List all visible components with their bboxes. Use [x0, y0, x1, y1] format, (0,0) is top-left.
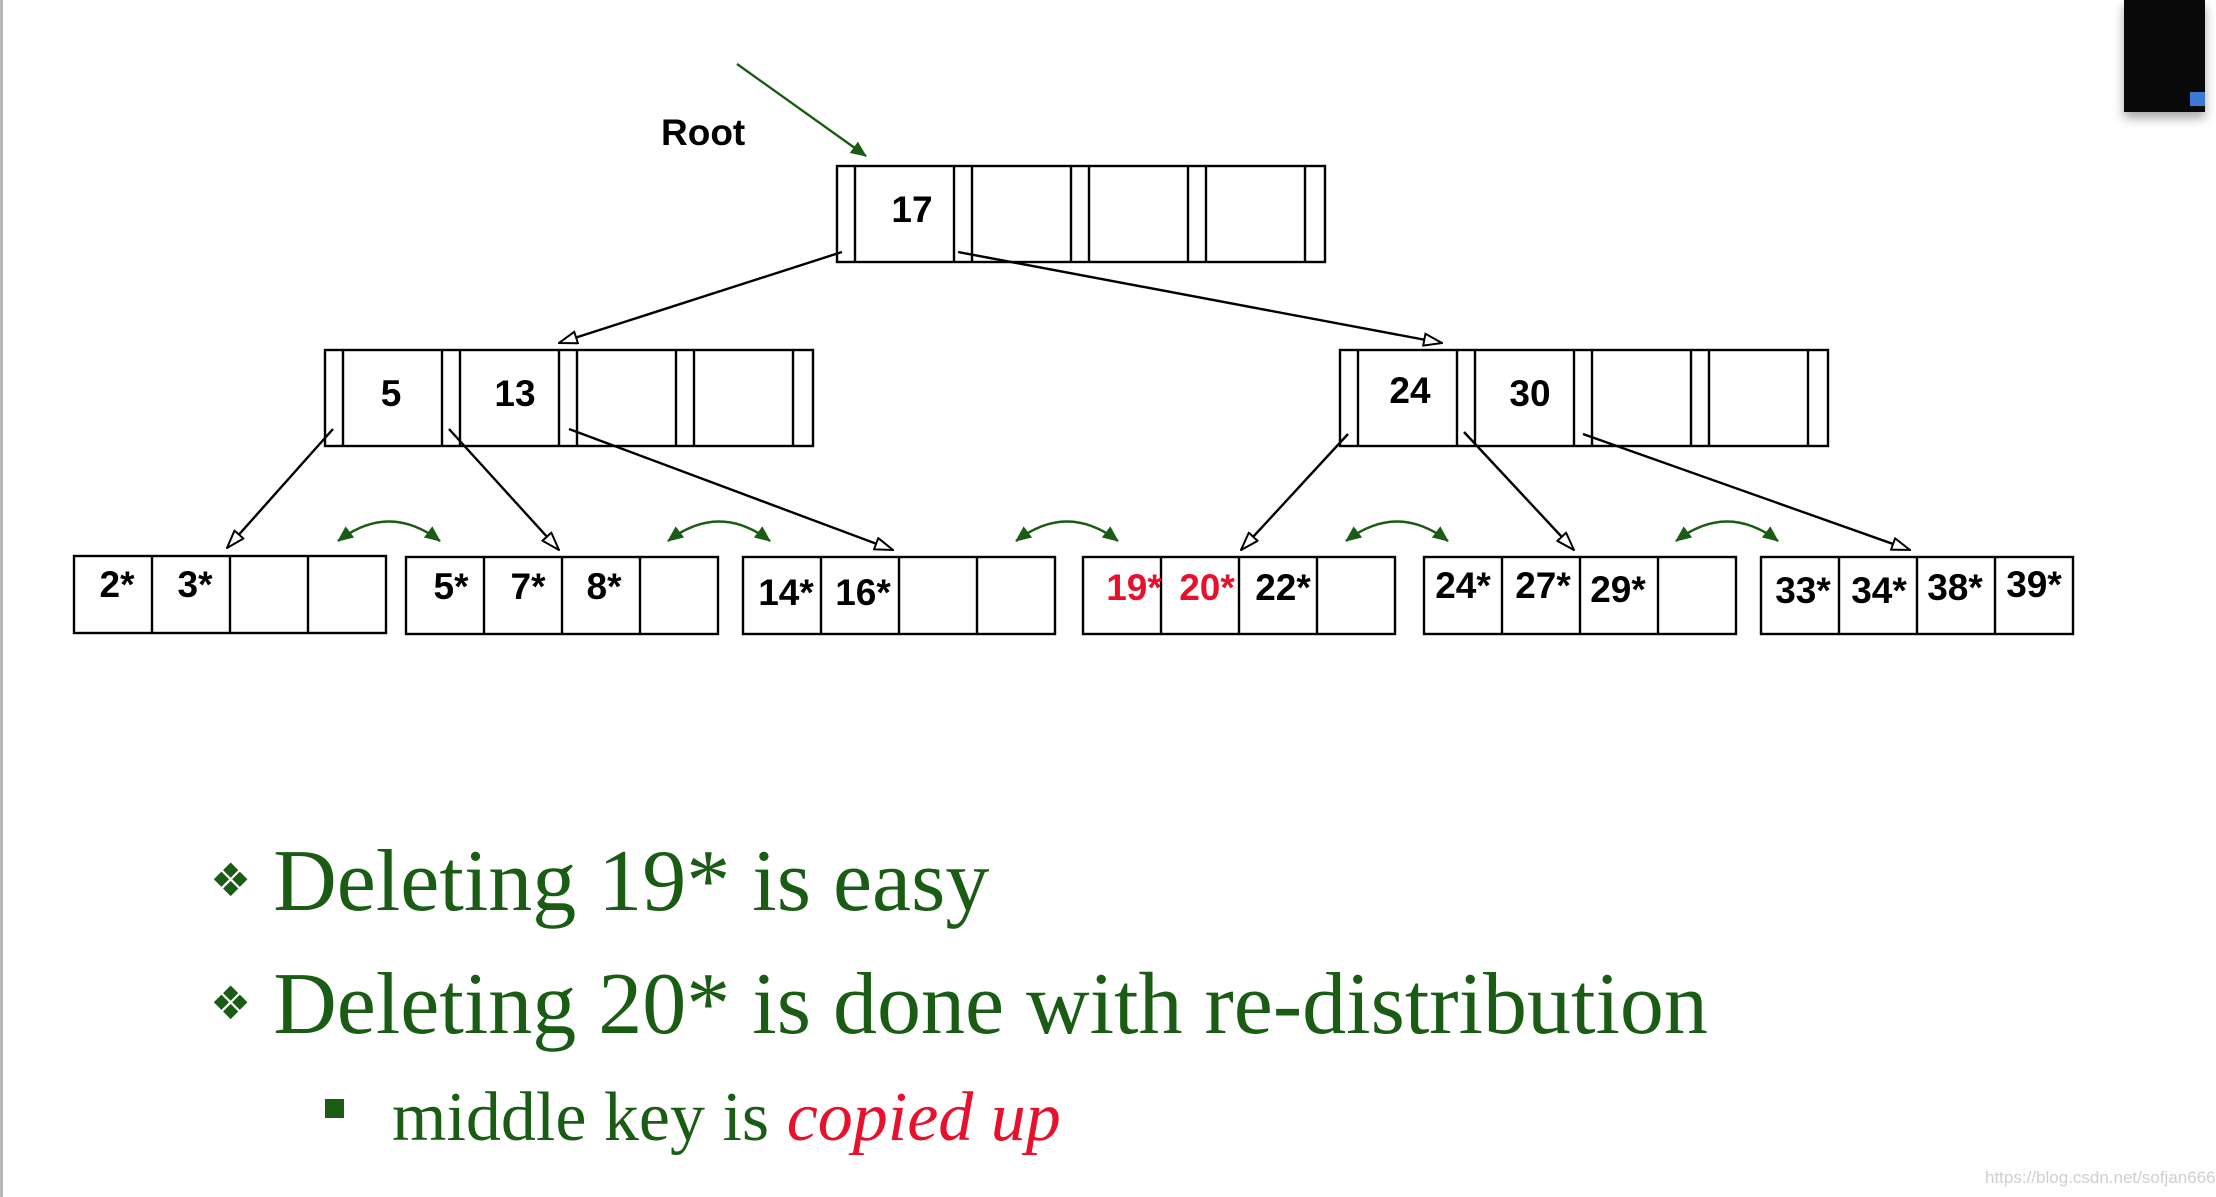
sibling-link-2-3 [667, 520, 771, 542]
root-node: 17 [835, 164, 1327, 264]
bullet-diamond-icon: ❖ [210, 853, 252, 907]
watermark: https://blog.csdn.net/sofjan666 [1985, 1168, 2216, 1187]
leaf-2-entry-3: 8* [587, 566, 623, 607]
leaf-5-entry-3: 29* [1590, 569, 1646, 610]
square-bullet-icon [325, 1099, 344, 1118]
leaf-3-entry-2: 16* [835, 572, 891, 613]
sibling-link-5-6 [1675, 520, 1779, 542]
inner-right-key-1: 24 [1389, 370, 1431, 411]
leaf-4-entry-2: 20* [1179, 567, 1235, 608]
inner-left-key-1: 5 [381, 373, 402, 414]
window-left-edge [0, 0, 3, 1197]
bplus-tree-diagram: Root 17 5 13 [72, 63, 2075, 636]
pointer-to-leaf-2 [448, 428, 559, 550]
bullet-item-1: ❖Deleting 19* is easy [210, 838, 989, 926]
leaf-6-entry-2: 34* [1851, 570, 1907, 611]
leaf-node-2: 5* 7* 8* [404, 555, 720, 636]
sub-bullet-prefix: middle key is [392, 1079, 787, 1156]
sub-bullet-emphasis: copied up [786, 1079, 1061, 1156]
leaf-node-6: 33* 34* 38* 39* [1759, 555, 2075, 636]
pointer-root-to-inner-right [957, 250, 1442, 343]
bullet-diamond-icon: ❖ [210, 976, 252, 1030]
pointer-to-leaf-6 [1582, 432, 1910, 552]
root-label: Root [661, 112, 745, 153]
leaf-2-entry-1: 5* [434, 566, 470, 607]
leaf-5-entry-1: 24* [1435, 565, 1491, 606]
sub-bullet-item: middle key is copied up [325, 1083, 1061, 1153]
inner-node-left: 5 13 [323, 348, 815, 448]
leaf-3-entry-1: 14* [758, 572, 814, 613]
leaf-node-4: 19* 20* 22* [1081, 555, 1397, 636]
sibling-link-1-2 [337, 520, 441, 542]
pointer-to-leaf-4 [1241, 433, 1349, 550]
leaf-6-entry-4: 39* [2006, 564, 2062, 605]
bullet-item-1-text: Deleting 19* is easy [273, 833, 990, 930]
leaf-1-entry-1: 2* [100, 564, 136, 605]
pointer-to-leaf-3 [568, 427, 893, 552]
corner-accent [2190, 92, 2205, 106]
leaf-6-entry-3: 38* [1927, 567, 1983, 608]
sibling-link-3-4 [1015, 520, 1119, 542]
leaf-5-entry-2: 27* [1515, 565, 1571, 606]
bullet-item-2: ❖Deleting 20* is done with re-distributi… [210, 961, 1708, 1049]
sibling-link-4-5 [1345, 520, 1449, 542]
pointer-to-leaf-5 [1463, 431, 1574, 550]
root-pointer-arrow [736, 63, 867, 157]
leaf-4-entry-1: 19* [1106, 567, 1162, 608]
leaf-1-entry-2: 3* [178, 564, 214, 605]
leaf-node-3: 14* 16* [741, 555, 1057, 636]
leaf-2-entry-2: 7* [511, 566, 547, 607]
inner-left-key-2: 13 [494, 373, 535, 414]
root-key-1: 17 [891, 189, 932, 230]
leaf-6-entry-1: 33* [1775, 570, 1831, 611]
leaf-node-1: 2* 3* [72, 554, 388, 635]
leaf-4-entry-3: 22* [1255, 567, 1311, 608]
pointer-root-to-inner-left [559, 250, 843, 343]
inner-node-right: 24 30 [1338, 348, 1830, 448]
bullet-item-2-text: Deleting 20* is done with re-distributio… [273, 956, 1708, 1053]
leaf-node-5: 24* 27* 29* [1422, 555, 1738, 636]
pointer-to-leaf-1 [227, 428, 334, 548]
inner-right-key-2: 30 [1509, 373, 1550, 414]
